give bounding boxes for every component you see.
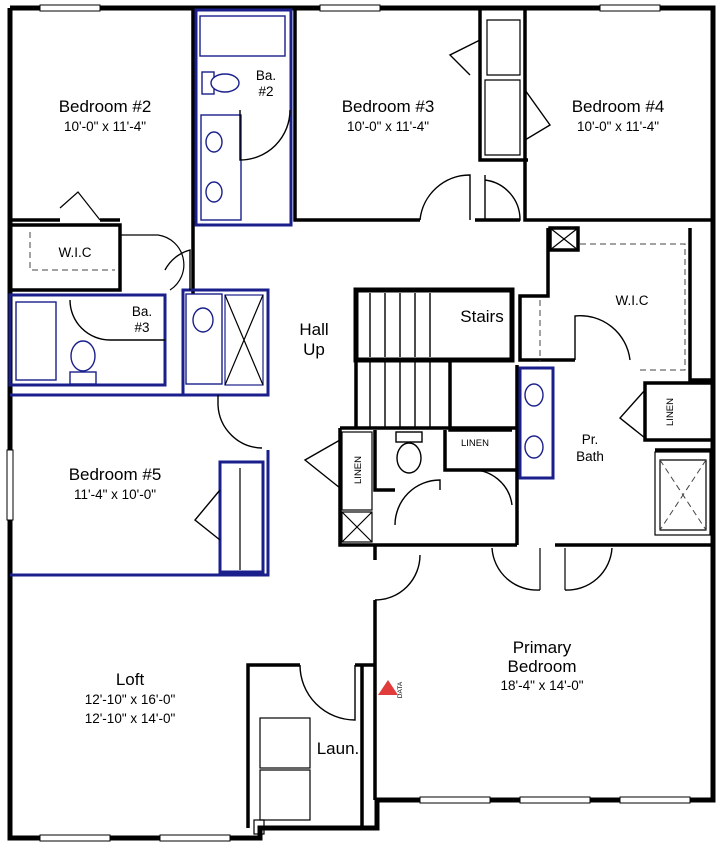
bath3-label-line2: #3	[134, 320, 149, 335]
data-marker: DATA	[378, 680, 404, 698]
linen-left-label: LINEN	[353, 456, 364, 484]
loft-name: Loft	[116, 670, 145, 689]
bedroom2-walls	[10, 8, 195, 300]
primary-label-line2: Bedroom	[508, 657, 577, 676]
bath2-label-line2: #2	[258, 84, 273, 99]
bath3-label-line1: Ba.	[132, 304, 152, 319]
bedroom4-name: Bedroom #4	[572, 97, 665, 116]
bedroom5-name: Bedroom #5	[69, 465, 162, 484]
data-marker-label: DATA	[397, 681, 404, 698]
primary-double-doors	[491, 547, 613, 591]
stairs-label: Stairs	[460, 307, 503, 326]
pr-bath-label-line1: Pr.	[582, 432, 599, 447]
stairs	[353, 287, 515, 432]
primary-dim: 18'-4" x 14'-0"	[500, 678, 583, 693]
primary-suite-walls	[515, 226, 715, 547]
bedroom3-4-walls	[293, 8, 713, 222]
bedroom4-dim: 10'-0" x 11'-4"	[577, 119, 659, 134]
bedroom5-dim: 11'-4" x 10'-0"	[74, 487, 156, 502]
linen-right-label: LINEN	[665, 398, 676, 426]
linen-center-label: LINEN	[461, 438, 489, 449]
loft-walls	[373, 545, 421, 800]
loft-dim-1: 12'-10" x 16'-0"	[85, 692, 176, 707]
center-core	[303, 426, 517, 547]
bath3	[8, 249, 270, 397]
left-wic-label: W.I.C	[59, 245, 92, 260]
windows	[6, 4, 691, 842]
laundry	[246, 663, 375, 835]
bedroom3-name: Bedroom #3	[342, 97, 435, 116]
loft-dim-2: 12'-10" x 14'-0"	[85, 711, 176, 726]
stair-treads	[369, 293, 431, 428]
left-wic	[10, 223, 185, 292]
bath2-label-line1: Ba.	[256, 68, 276, 83]
bedroom2-dim: 10'-0" x 11'-4"	[64, 119, 146, 134]
pr-bath-label-line2: Bath	[576, 449, 604, 464]
laundry-label: Laun.	[317, 739, 360, 758]
hall-label-line2: Up	[303, 340, 325, 359]
bedroom2-name: Bedroom #2	[59, 97, 152, 116]
bedroom3-dim: 10'-0" x 11'-4"	[347, 119, 429, 134]
bath2	[194, 8, 293, 227]
primary-label-line1: Primary	[513, 638, 572, 657]
hall-label-line1: Hall	[299, 320, 328, 339]
right-wic-label: W.I.C	[616, 293, 649, 308]
bedroom5-walls	[10, 393, 270, 577]
